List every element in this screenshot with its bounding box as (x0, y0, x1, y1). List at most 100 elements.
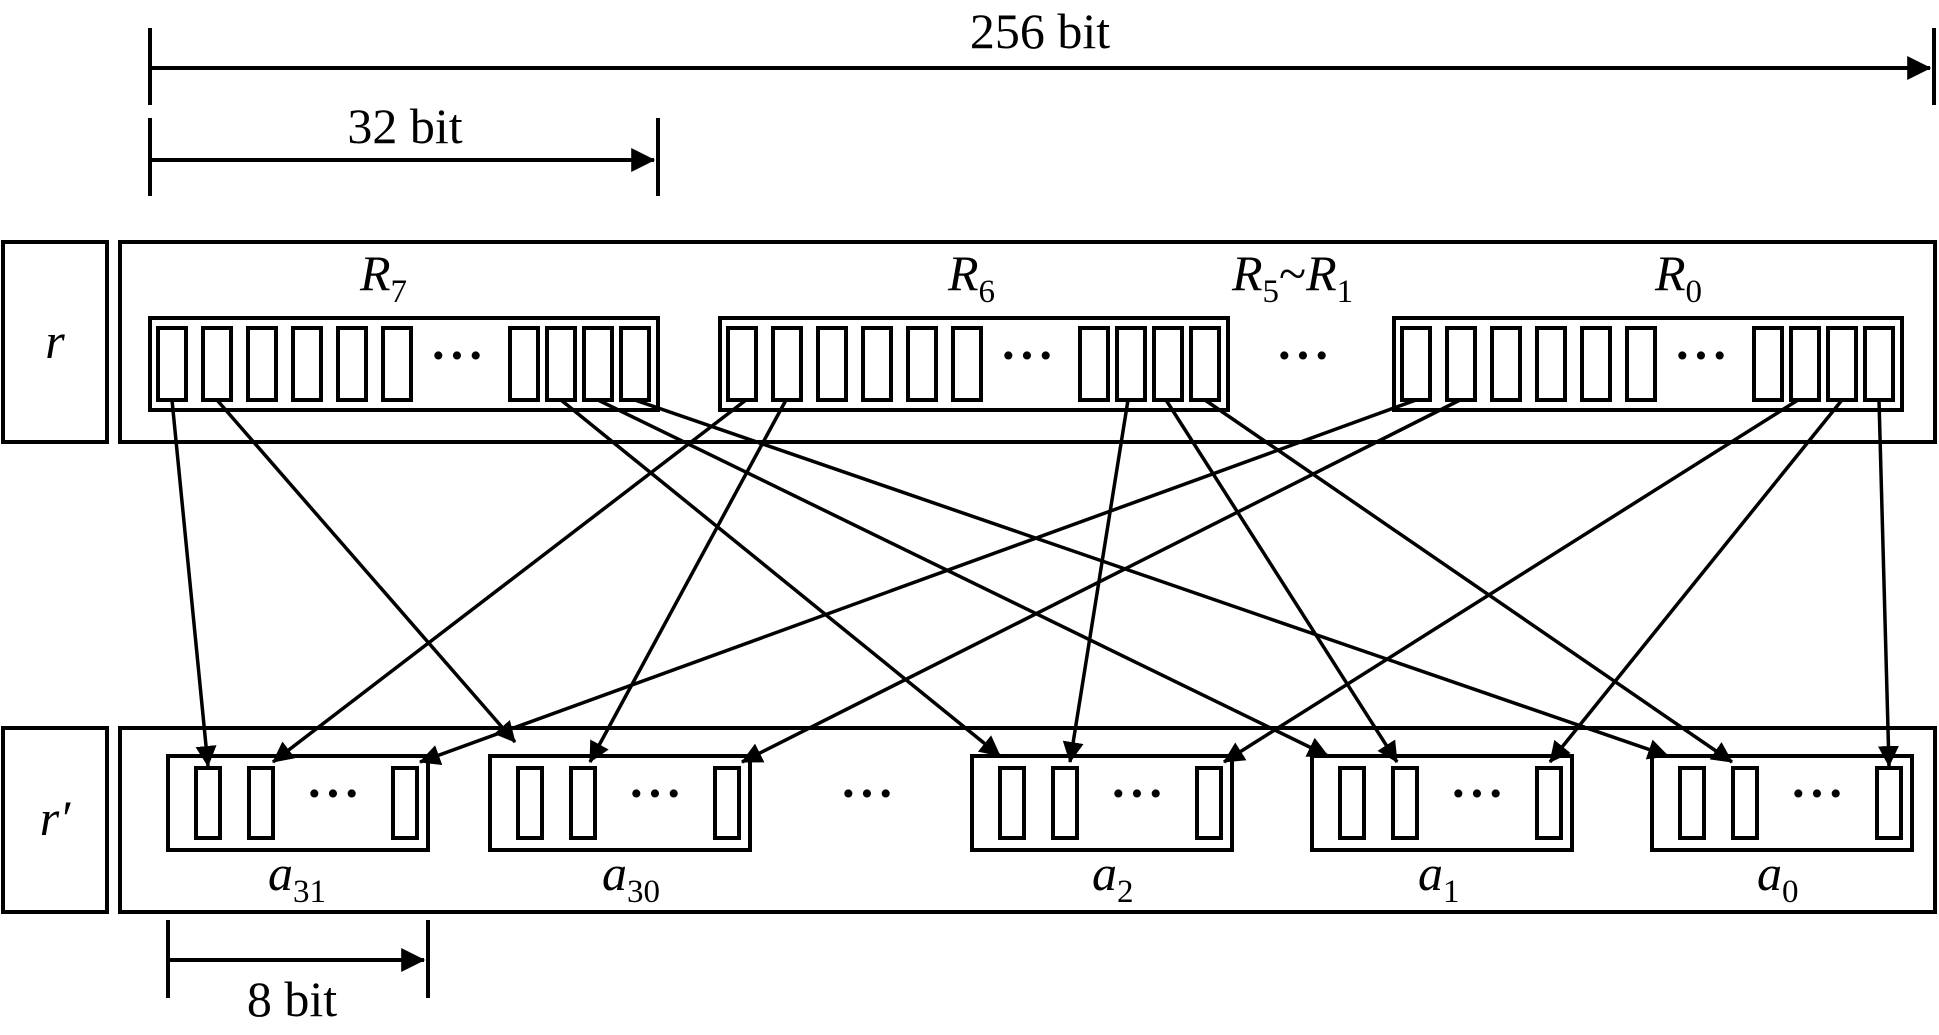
byte-label-a0: a0 (1757, 845, 1799, 910)
row-label-r: r (1, 240, 109, 444)
bit-cell (1400, 326, 1432, 402)
bit-cell (247, 766, 275, 840)
row-label-text: r (45, 313, 65, 369)
bit-cell (998, 766, 1026, 840)
dimension-32-label: 32 bit (347, 98, 462, 154)
register-box (718, 316, 1230, 412)
bit-cell (1338, 766, 1366, 840)
mapping-arrow (559, 398, 1002, 758)
mapping-arrow (1223, 398, 1799, 764)
dimension-256-label: 256 bit (970, 3, 1110, 59)
bit-cell (336, 326, 368, 402)
bit-cell (516, 766, 544, 840)
byte-a1: ··· (1310, 754, 1574, 852)
row-label-box (1, 726, 109, 914)
permutation-arrows (170, 398, 1899, 768)
bit-cell (906, 326, 938, 402)
byte-box (970, 754, 1234, 852)
byte-a2: ··· (970, 754, 1234, 852)
bit-cell (381, 326, 413, 402)
register-label-r0: R0 (1654, 245, 1702, 310)
byte-label-a31: a31 (268, 845, 326, 910)
mapping-arrow (1548, 398, 1844, 764)
mapping-arrow (271, 398, 748, 764)
bit-cell (201, 326, 233, 402)
bit-cell (1195, 766, 1223, 840)
ellipsis: ··· (306, 765, 362, 821)
mapping-arrow (170, 399, 217, 768)
bit-cell (1115, 326, 1147, 402)
ellipsis: ··· (1000, 327, 1056, 383)
register-row-r (118, 240, 1937, 444)
bit-cell (1863, 326, 1895, 402)
bit-cell (771, 326, 803, 402)
bit-cell (951, 326, 983, 402)
register-box (1392, 316, 1904, 412)
mapping-arrow (1204, 398, 1733, 764)
bit-cell (1078, 326, 1110, 402)
register-r6: ··· (718, 316, 1230, 412)
bit-cell (619, 326, 651, 402)
bit-cell (156, 326, 188, 402)
byte-label-a2: a2 (1092, 845, 1134, 910)
ellipsis: ··· (1450, 765, 1506, 821)
bit-cell (1625, 326, 1657, 402)
mapping-arrow (597, 398, 1329, 758)
bit-cell (1189, 326, 1221, 402)
register-box (148, 316, 660, 412)
mapping-arrow (419, 398, 1417, 766)
bit-cell (1875, 766, 1903, 840)
bit-cell (508, 326, 540, 402)
bit-cell (1445, 326, 1477, 402)
bit-cell (726, 326, 758, 402)
byte-label-a30: a30 (602, 845, 660, 910)
bit-cell (1391, 766, 1419, 840)
mapping-arrow (215, 398, 517, 744)
ellipsis: ··· (1790, 765, 1846, 821)
mapping-arrow (1164, 399, 1399, 763)
mapping-arrow (634, 398, 1669, 760)
mapping-arrow (1877, 399, 1899, 768)
byte-box (1650, 754, 1914, 852)
dimension-256-bit: 256 bit (148, 3, 1936, 105)
bit-cell (194, 766, 222, 840)
byte-gap-ellipsis: ··· (840, 765, 896, 821)
mapping-arrow (588, 399, 788, 763)
bit-cell (1826, 326, 1858, 402)
bit-cell (391, 766, 419, 840)
row-label-box (1, 240, 109, 444)
bit-cell (1490, 326, 1522, 402)
ellipsis: ··· (430, 327, 486, 383)
ellipsis: ··· (1674, 327, 1730, 383)
ellipsis: ··· (1110, 765, 1166, 821)
register-gap-ellipsis: ··· (1276, 327, 1332, 383)
register-r7: ··· (148, 316, 660, 412)
bit-cell (1678, 766, 1706, 840)
byte-row-r-prime (118, 726, 1937, 914)
row-label-text: r′ (40, 790, 71, 846)
byte-box (1310, 754, 1574, 852)
byte-a31: ··· (166, 754, 430, 852)
bit-cell (1752, 326, 1784, 402)
bit-cell (545, 326, 577, 402)
mapping-arrow (741, 398, 1461, 764)
dimension-32-bit: 32 bit (148, 98, 660, 196)
bit-cell (1535, 326, 1567, 402)
row-label-r-prime: r′ (1, 726, 109, 914)
bit-cell (713, 766, 741, 840)
register-label-r7: R7 (359, 245, 407, 310)
bit-cell (569, 766, 597, 840)
dimension-8-bit: 8 bit (166, 920, 430, 1027)
register-label-r6: R6 (947, 245, 995, 310)
dimension-8-label: 8 bit (247, 971, 337, 1027)
byte-label-a1: a1 (1418, 845, 1460, 910)
bit-cell (1535, 766, 1563, 840)
bit-cell (1789, 326, 1821, 402)
bit-cell (1152, 326, 1184, 402)
bit-cell (582, 326, 614, 402)
bit-cell (1731, 766, 1759, 840)
register-r0: ··· (1392, 316, 1904, 412)
byte-box (166, 754, 430, 852)
byte-a0: ··· (1650, 754, 1914, 852)
